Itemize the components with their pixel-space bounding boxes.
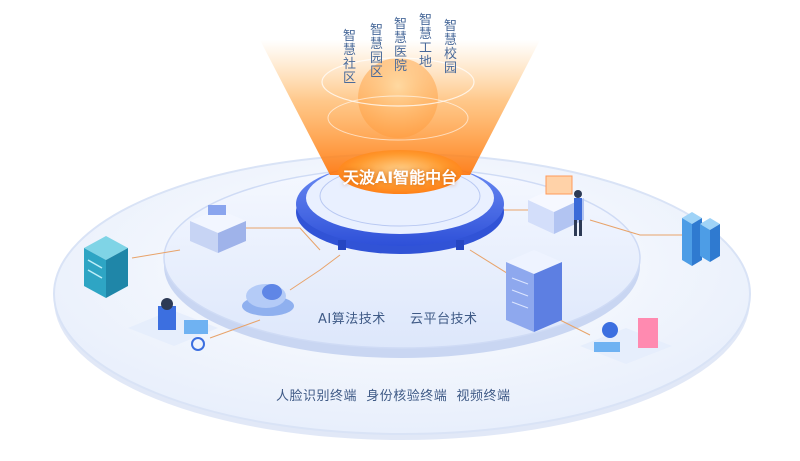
cloud-device-icon <box>242 284 294 316</box>
server-rack-icon <box>84 236 128 298</box>
factory-scene-icon <box>580 318 672 364</box>
server-cabinet-icon <box>506 250 562 332</box>
gateway-device-icon <box>190 205 246 253</box>
scenario-label-4: 智慧工地 <box>419 13 433 70</box>
terminals-label: 人脸识别终端 身份核验终端 视频终端 <box>276 389 511 404</box>
datacenter-tower-icon <box>682 212 720 266</box>
ai-algorithm-label: AI算法技术 <box>318 312 386 327</box>
scenario-sphere <box>321 57 475 141</box>
cloud-platform-label: 云平台技术 <box>410 312 478 327</box>
scenario-label-5: 智慧校园 <box>444 19 458 76</box>
scenario-label-2: 智慧园区 <box>370 23 384 80</box>
scenario-label-1: 智慧社区 <box>343 29 357 86</box>
person-presenting-icon <box>528 175 584 236</box>
core-disc <box>338 150 462 194</box>
connection-lines <box>131 209 690 339</box>
scenario-label-3: 智慧医院 <box>394 17 408 74</box>
platform-title: 天波AI智能中台 <box>342 168 458 187</box>
worker-scene-icon <box>128 298 218 351</box>
